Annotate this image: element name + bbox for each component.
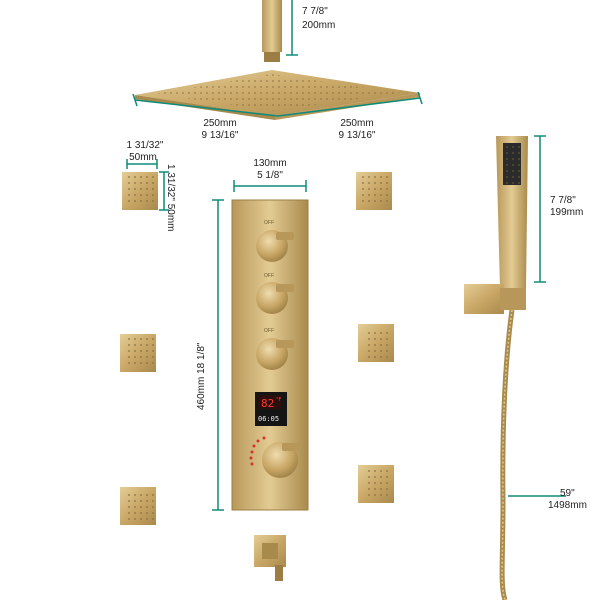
arm-height-mm: 200mm xyxy=(302,20,336,31)
hose-length-inches: 59" xyxy=(560,488,575,499)
panel-height-label: 460mm 18 1/8" xyxy=(196,342,207,410)
handheld-height-inches: 7 7/8" xyxy=(550,195,576,206)
hose-length-mm: 1498mm xyxy=(548,500,587,511)
jet-width-inches: 1 31/32" xyxy=(126,140,164,151)
display-temperature: 82 xyxy=(261,397,274,410)
knob-label: OFF xyxy=(264,273,274,279)
knob-label: OFF xyxy=(264,328,274,334)
head-left-inches: 9 13/16" xyxy=(201,130,239,141)
panel-width-mm: 130mm xyxy=(253,158,287,169)
head-left-mm: 250mm xyxy=(203,118,237,129)
arm-height-inches: 7 7/8" xyxy=(302,6,328,17)
body-jet xyxy=(120,487,156,525)
jet-height-label: 1 31/32" 50mm xyxy=(165,164,176,232)
display-unit: °F xyxy=(276,397,282,403)
handheld-height-mm: 199mm xyxy=(550,207,584,218)
body-jet xyxy=(358,465,394,503)
hand-shower-hose xyxy=(499,309,515,600)
head-width-dimension xyxy=(132,91,423,117)
handheld-height-dimension xyxy=(534,135,546,283)
wall-outlet xyxy=(254,535,286,581)
head-right-mm: 250mm xyxy=(340,118,374,129)
diverter-knob xyxy=(256,338,294,370)
arm-height-dimension xyxy=(286,0,298,56)
thermostat-knob xyxy=(262,442,300,478)
jet-height-dimension xyxy=(159,171,169,211)
display-time: 06:05 xyxy=(258,415,279,423)
panel-width-inches: 5 1/8" xyxy=(257,170,283,181)
body-jet xyxy=(120,334,156,372)
panel-width-dimension xyxy=(233,180,307,192)
digital-display: 82 °F 06:05 xyxy=(255,392,287,426)
temperature-scale xyxy=(249,436,266,466)
diverter-knob xyxy=(256,282,294,314)
knob-label: OFF xyxy=(264,220,274,226)
panel-height-dimension xyxy=(212,199,224,511)
rain-shower-head xyxy=(135,70,420,120)
handheld-shower xyxy=(464,136,528,314)
body-jet xyxy=(122,172,158,210)
diverter-knob xyxy=(256,230,294,262)
body-jet xyxy=(356,172,392,210)
ceiling-arm xyxy=(262,0,282,62)
body-jet xyxy=(358,324,394,362)
jet-width-mm: 50mm xyxy=(129,152,157,163)
jet-width-dimension xyxy=(126,159,158,169)
head-right-inches: 9 13/16" xyxy=(338,130,376,141)
